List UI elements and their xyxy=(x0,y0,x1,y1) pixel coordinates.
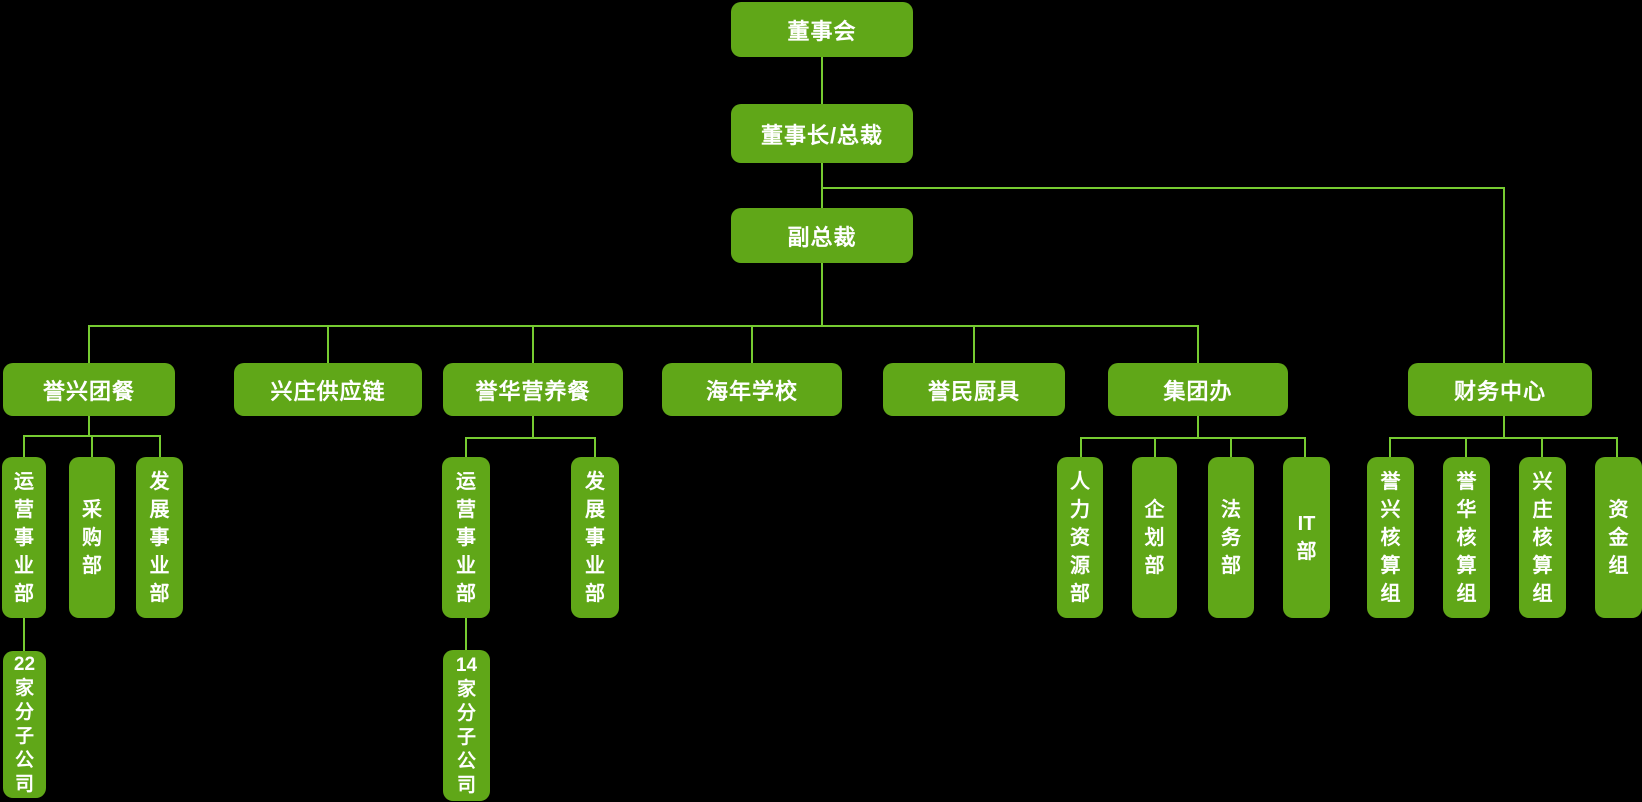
connector xyxy=(1197,325,1199,363)
connector xyxy=(88,325,1199,327)
node-hr-dept: 人力资源部 xyxy=(1057,457,1103,618)
node-board: 董事会 xyxy=(731,2,913,57)
connector xyxy=(327,325,329,363)
connector xyxy=(821,163,823,208)
node-yuxing-accounting-group: 誉兴核算组 xyxy=(1367,457,1414,618)
connector xyxy=(1080,437,1306,439)
connector xyxy=(465,618,467,650)
node-legal-dept: 法务部 xyxy=(1208,457,1254,618)
node-chairman-president: 董事长/总裁 xyxy=(731,104,913,163)
connector xyxy=(1304,437,1306,457)
connector xyxy=(23,435,25,457)
connector xyxy=(465,437,596,439)
node-yuhua-nutrition-meal: 誉华营养餐 xyxy=(443,363,623,416)
connector xyxy=(1541,437,1543,457)
node-yuhua-operations-division: 运营事业部 xyxy=(442,457,490,618)
node-group-office: 集团办 xyxy=(1108,363,1288,416)
node-yuhua-accounting-group: 誉华核算组 xyxy=(1443,457,1490,618)
connector xyxy=(532,325,534,363)
node-yuhua-subsidiaries: 14家分子公司 xyxy=(443,650,490,801)
node-yuxing-subsidiaries: 22家分子公司 xyxy=(3,651,46,798)
node-yuxing-procurement-dept: 采购部 xyxy=(69,457,115,618)
connector xyxy=(1503,187,1505,363)
node-yuhua-development-division: 发展事业部 xyxy=(571,457,619,618)
node-finance-center: 财务中心 xyxy=(1408,363,1592,416)
connector xyxy=(594,437,596,457)
connector xyxy=(88,416,90,435)
connector xyxy=(1503,416,1505,437)
node-treasury-group: 资金组 xyxy=(1595,457,1642,618)
connector xyxy=(1230,437,1232,457)
node-hainian-school: 海年学校 xyxy=(662,363,842,416)
connector xyxy=(973,325,975,363)
connector xyxy=(821,57,823,104)
connector xyxy=(751,325,753,363)
connector xyxy=(1154,437,1156,457)
connector xyxy=(159,435,161,457)
connector xyxy=(1389,437,1618,439)
node-yuxing-catering: 誉兴团餐 xyxy=(3,363,175,416)
connector xyxy=(1389,437,1391,457)
connector xyxy=(465,437,467,457)
node-it-dept: IT部 xyxy=(1283,457,1330,618)
connector xyxy=(1616,437,1618,457)
connector xyxy=(23,617,25,651)
node-yuxing-development-division: 发展事业部 xyxy=(136,457,183,618)
connector xyxy=(1197,416,1199,437)
node-yumin-kitchenware: 誉民厨具 xyxy=(883,363,1065,416)
node-vice-president: 副总裁 xyxy=(731,208,913,263)
connector xyxy=(91,435,93,457)
connector xyxy=(821,187,1505,189)
node-planning-dept: 企划部 xyxy=(1132,457,1177,618)
connector xyxy=(1080,437,1082,457)
connector xyxy=(821,263,823,325)
node-xingzhuang-supply-chain: 兴庄供应链 xyxy=(234,363,422,416)
node-xingzhuang-accounting-group: 兴庄核算组 xyxy=(1519,457,1566,618)
node-yuxing-operations-division: 运营事业部 xyxy=(2,457,46,618)
connector xyxy=(532,416,534,437)
connector xyxy=(1465,437,1467,457)
connector xyxy=(88,325,90,363)
